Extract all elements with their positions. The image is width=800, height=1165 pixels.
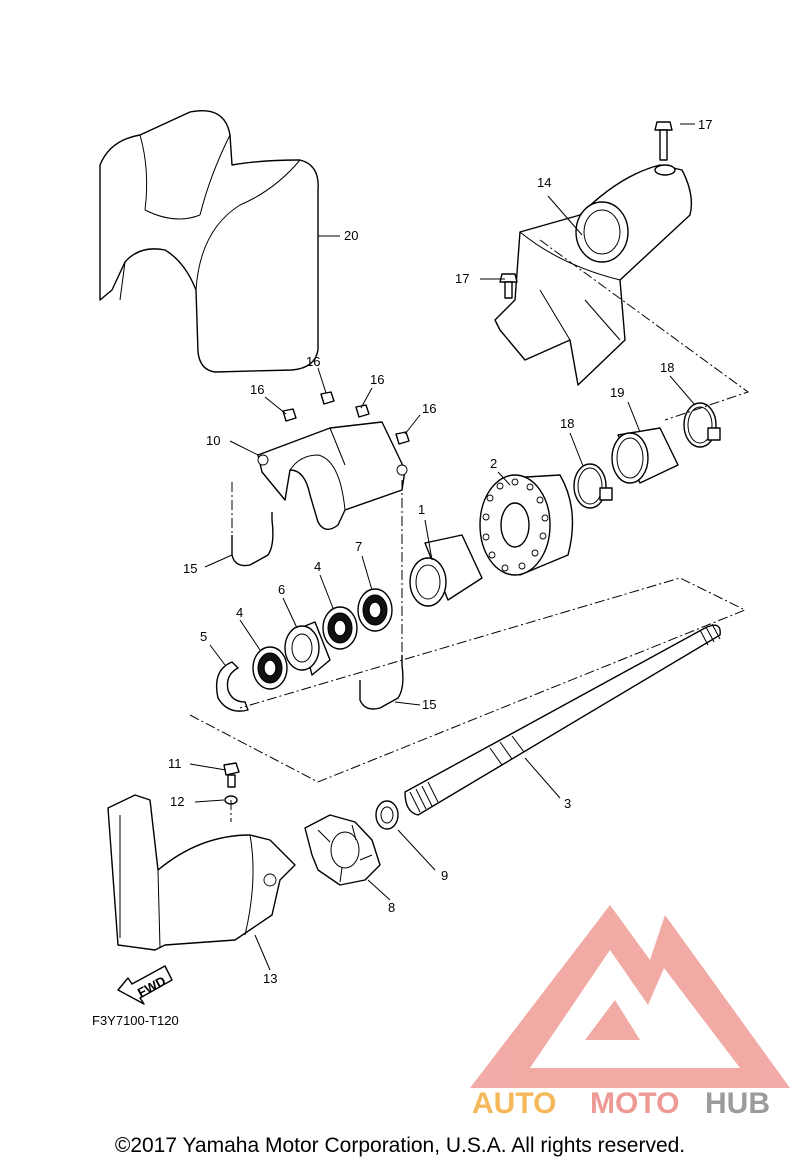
- callout-8: 8: [388, 900, 395, 915]
- callout-11: 11: [168, 756, 182, 771]
- part-11-bolt: [223, 762, 240, 788]
- part-15-u-bolt-left: [231, 512, 274, 567]
- callout-13: 13: [263, 971, 277, 986]
- part-4-oil-seal-upper: [322, 606, 358, 650]
- damper-holes: [482, 478, 549, 572]
- part-13-lower-cover: [107, 794, 296, 951]
- callout-17-top: 17: [698, 117, 712, 132]
- callout-4-lower: 4: [236, 605, 243, 620]
- leader-lines: [189, 123, 696, 971]
- callout-5: 5: [200, 629, 207, 644]
- part-4-oil-seal-lower: [252, 646, 288, 690]
- part-15-u-bolt-right: [359, 655, 404, 710]
- callout-6: 6: [278, 582, 285, 597]
- callout-20: 20: [344, 228, 358, 243]
- assembly-lines: [189, 239, 750, 822]
- callout-18-left: 18: [560, 416, 574, 431]
- callout-16-d: 16: [422, 401, 436, 416]
- shaft-spline-rear: [699, 623, 721, 646]
- fwd-label: FWD: [135, 973, 168, 1000]
- part-1-sleeve: [409, 534, 483, 607]
- shaft-spline-front: [409, 781, 439, 813]
- callout-18-right: 18: [660, 360, 674, 375]
- callout-15-left: 15: [183, 561, 197, 576]
- part-19-sleeve: [611, 427, 679, 484]
- figure-code: F3Y7100-T120: [92, 1013, 179, 1028]
- watermark-text-moto: MOTO: [590, 1087, 679, 1120]
- part-18-clamp-left: [573, 463, 613, 509]
- copyright-notice: ©2017 Yamaha Motor Corporation, U.S.A. A…: [115, 1134, 685, 1157]
- callout-9: 9: [441, 868, 448, 883]
- callout-4-upper: 4: [314, 559, 321, 574]
- part-20-cover: [99, 110, 319, 373]
- callout-16-c: 16: [370, 372, 384, 387]
- part-6-bearing: [284, 621, 331, 676]
- callout-19: 19: [610, 385, 624, 400]
- part-3-drive-shaft: [404, 623, 721, 816]
- part-10-holder: [257, 421, 408, 530]
- callout-17-side: 17: [455, 271, 469, 286]
- part-8-coupler: [304, 814, 381, 886]
- callout-labels: 20 17 14 17 18 19 18 2 1 10 16 16 16 16 …: [168, 117, 712, 986]
- part-9-washer: [375, 800, 399, 830]
- callout-3: 3: [564, 796, 571, 811]
- callout-2: 2: [490, 456, 497, 471]
- part-17-bolt-top: [654, 121, 673, 161]
- callout-1: 1: [418, 502, 425, 517]
- callout-16-a: 16: [250, 382, 264, 397]
- watermark-text-auto: AUTO: [472, 1087, 556, 1120]
- callout-15-right: 15: [422, 697, 436, 712]
- callout-12: 12: [170, 794, 184, 809]
- part-14-bracket: [494, 164, 693, 386]
- part-7-oil-seal: [357, 588, 393, 632]
- callout-16-b: 16: [306, 354, 320, 369]
- watermark-text-hub: HUB: [705, 1087, 770, 1120]
- part-5-circlip: [215, 661, 249, 712]
- part-2-damper: [479, 474, 574, 576]
- part-18-clamp-right: [683, 402, 721, 448]
- callout-14: 14: [537, 175, 551, 190]
- fwd-arrow-icon: [117, 965, 173, 1005]
- callout-7: 7: [355, 539, 362, 554]
- callout-10: 10: [206, 433, 220, 448]
- part-17-bolt-side: [499, 273, 518, 299]
- part-16-nuts: [282, 391, 410, 445]
- watermark-logo: [470, 905, 790, 1088]
